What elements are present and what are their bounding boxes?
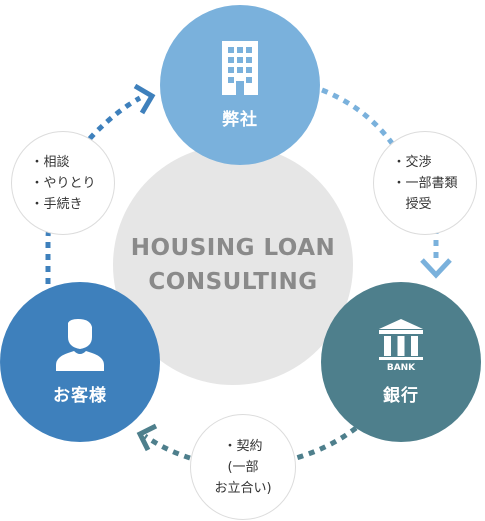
node-bank-label: 銀行 xyxy=(383,385,419,406)
building-icon xyxy=(222,40,258,95)
node-company-label: 弊社 xyxy=(222,109,258,130)
bank-icon: BANK xyxy=(379,318,423,371)
bubble-negotiation-list: 交渉 一部書類 授受 xyxy=(392,152,457,215)
center-title-line1: HOUSING LOAN xyxy=(130,235,336,261)
person-icon xyxy=(56,318,104,371)
bubble-consultation: 相談 やりとり 手続き xyxy=(11,131,115,235)
bubble-negotiation: 交渉 一部書類 授受 xyxy=(373,131,477,235)
list-item: (一部 xyxy=(227,459,259,475)
list-item: 手続き xyxy=(30,194,95,215)
node-customer-label: お客様 xyxy=(53,385,107,406)
arrow-bank-to-customer xyxy=(136,423,358,461)
list-item: 交渉 xyxy=(392,152,457,173)
list-item: お立合い) xyxy=(214,480,272,496)
bubble-consultation-list: 相談 やりとり 手続き xyxy=(30,152,96,215)
bank-icon-text: BANK xyxy=(387,363,416,371)
list-item: 一部書類 xyxy=(392,173,458,194)
list-item: ・契約 xyxy=(223,438,263,454)
list-item: やりとり xyxy=(30,173,96,194)
node-company: 弊社 xyxy=(160,5,320,165)
bubble-contract: ・契約 (一部 お立合い) xyxy=(190,414,296,520)
list-item: 相談 xyxy=(30,152,95,173)
arrow-customer-to-company xyxy=(45,83,156,296)
node-customer: お客様 xyxy=(0,282,160,442)
center-title-line2: CONSULTING xyxy=(148,269,318,295)
node-bank: BANK 銀行 xyxy=(321,282,481,442)
bubble-contract-text: ・契約 (一部 お立合い) xyxy=(214,436,271,499)
list-item: 授受 xyxy=(405,196,432,212)
